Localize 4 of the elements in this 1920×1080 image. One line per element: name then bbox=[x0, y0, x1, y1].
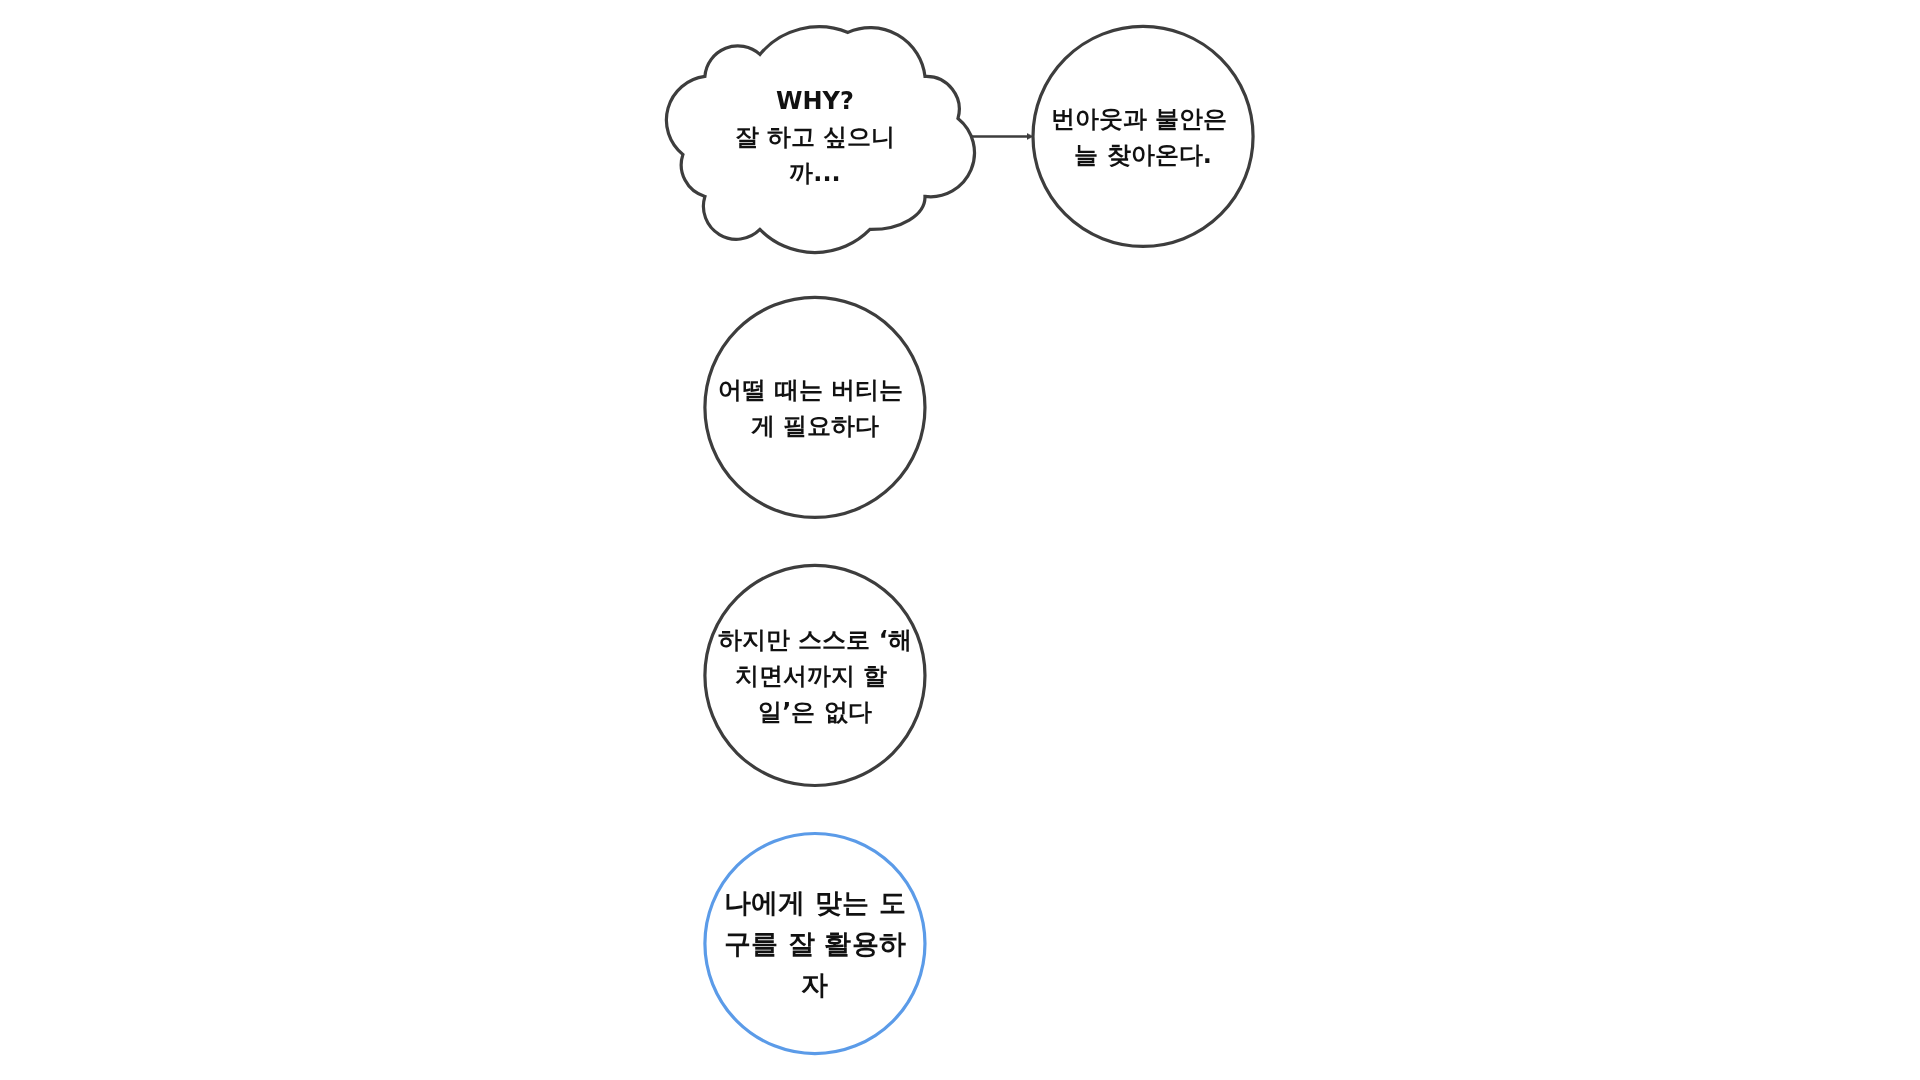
node-circle: 하지만 스스로 ‘해치면서까지 할 일’은 없다 bbox=[703, 563, 927, 788]
node-circle: 어떨 때는 버티는 게 필요하다 bbox=[703, 295, 927, 520]
node-circle: 번아웃과 불안은 늘 찾아온다. bbox=[1031, 24, 1255, 249]
node-circle: 나에게 맞는 도구를 잘 활용하자 bbox=[703, 831, 927, 1056]
